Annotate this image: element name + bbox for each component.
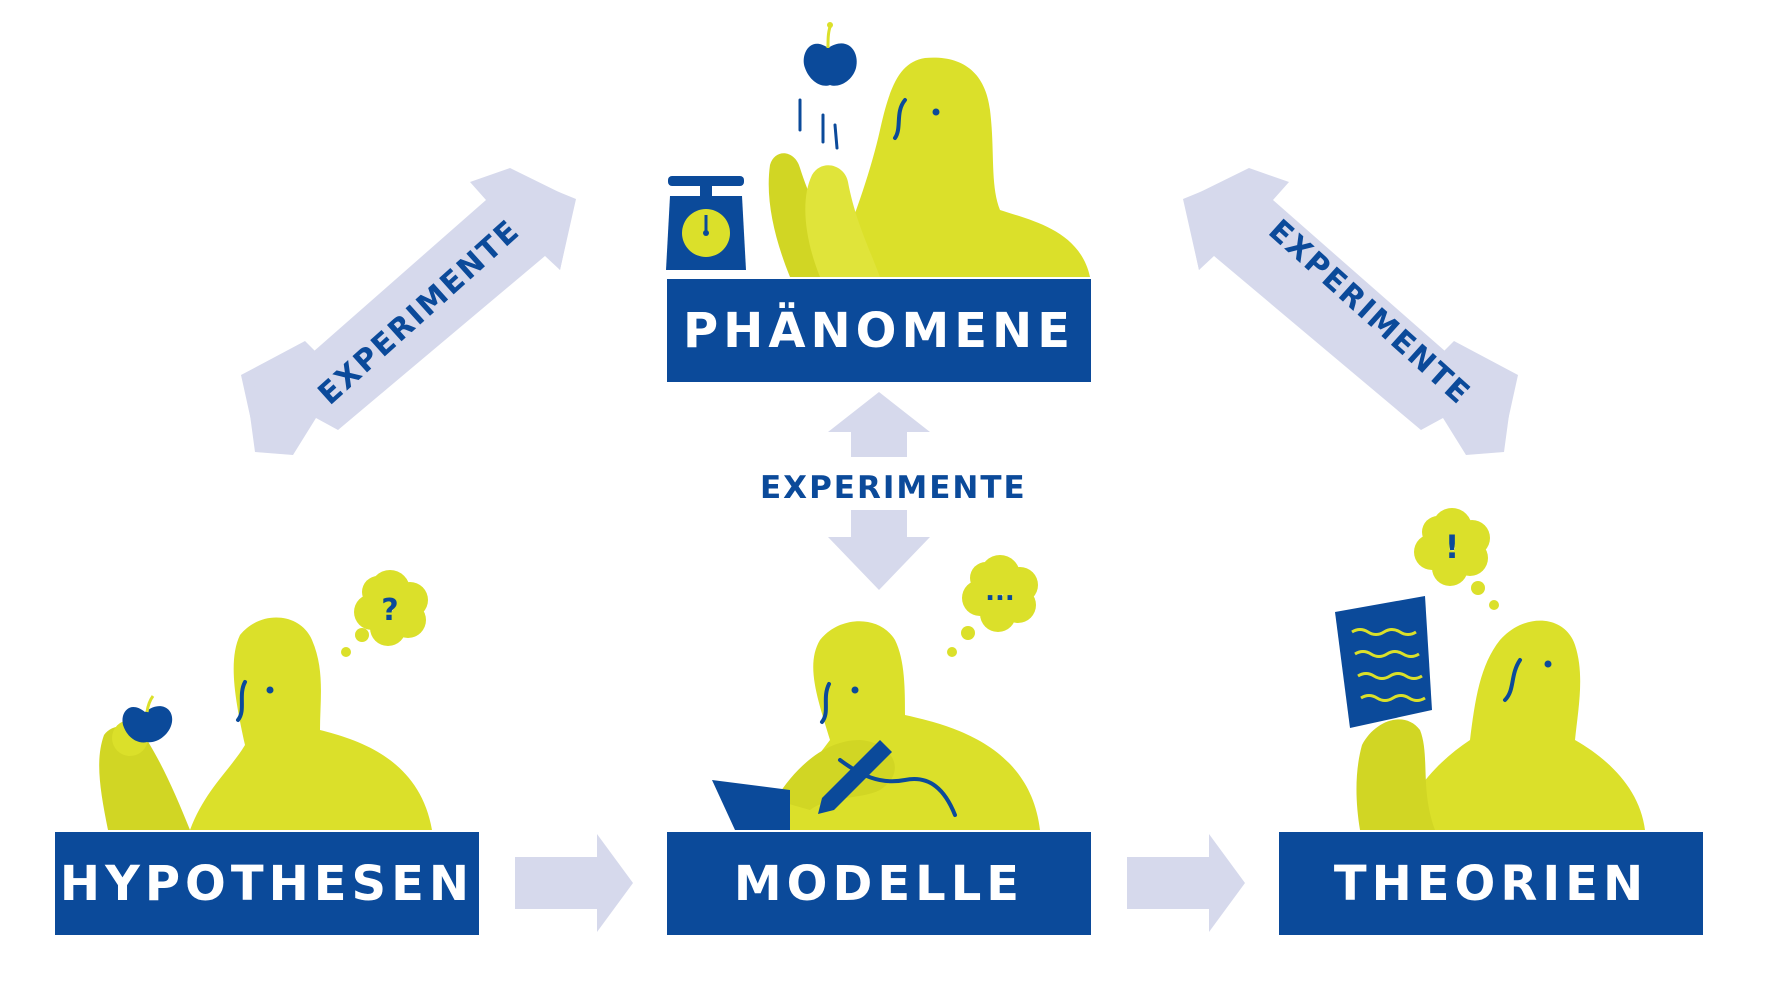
figure-hypothesen — [99, 617, 432, 830]
arrow-phaenomene-theorien — [1183, 168, 1518, 455]
arrow-hypothesen-modelle — [515, 834, 633, 932]
arrow-modelle-theorien — [1127, 834, 1245, 932]
node-theorien: THEORIEN — [1279, 832, 1703, 935]
paper-icon — [1335, 596, 1432, 728]
apple-icon — [122, 695, 173, 743]
arrow-hypothesen-phaenomene — [241, 168, 576, 455]
paper-icon — [712, 780, 790, 830]
figure-theorien — [1356, 620, 1645, 830]
node-phaenomene: PHÄNOMENE — [667, 279, 1091, 382]
thought-bubble-text: ? — [381, 593, 398, 628]
scale-icon — [666, 176, 746, 270]
thought-bubble-icon: ... — [947, 555, 1038, 657]
pen-icon — [818, 740, 892, 814]
arrow-phaenomene-modelle — [828, 392, 930, 590]
thought-bubble-text: ... — [985, 577, 1015, 607]
node-label: THEORIEN — [1333, 855, 1649, 912]
node-hypothesen: HYPOTHESEN — [55, 832, 479, 935]
node-label: MODELLE — [733, 855, 1025, 912]
node-label: PHÄNOMENE — [683, 302, 1075, 359]
thought-bubble-icon: ! — [1414, 508, 1499, 610]
figure-phaenomene — [768, 57, 1090, 278]
apple-icon — [803, 22, 857, 86]
node-modelle: MODELLE — [667, 832, 1091, 935]
figure-modelle — [775, 621, 1040, 830]
edge-label-center: EXPERIMENTE — [760, 470, 1027, 506]
thought-bubble-text: ! — [1445, 528, 1460, 566]
thought-bubble-icon: ? — [341, 570, 428, 657]
node-label: HYPOTHESEN — [59, 855, 475, 912]
